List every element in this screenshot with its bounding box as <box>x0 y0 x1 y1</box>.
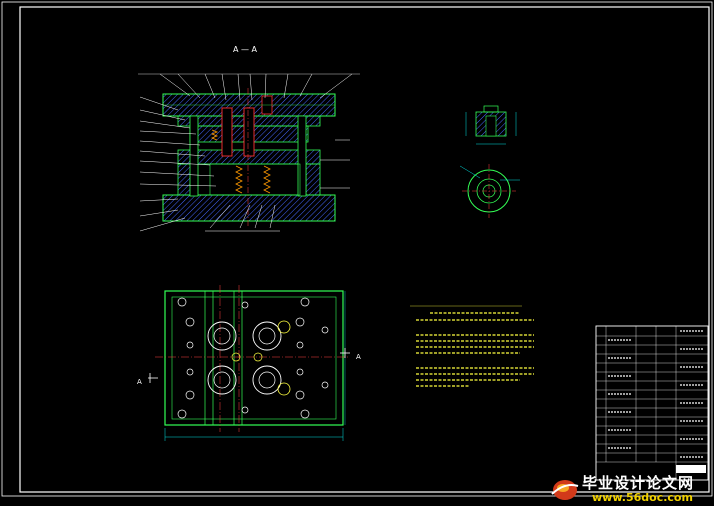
plan-view <box>155 285 350 441</box>
title-block <box>595 325 709 481</box>
watermark-site-name: 毕业设计论文网 <box>582 474 695 492</box>
part-detail-side <box>465 105 517 145</box>
leader-lines-left <box>139 96 217 232</box>
section-title: A — A <box>233 45 258 54</box>
leader-lines-bottom <box>205 204 280 232</box>
drawing-border <box>1 1 713 497</box>
part-detail-top <box>459 164 520 218</box>
watermark-site-url: www.56doc.com <box>592 491 693 504</box>
technical-notes <box>410 305 534 387</box>
leader-lines-top <box>159 73 353 101</box>
view-marker-left: A <box>137 373 158 386</box>
drawing-inner-frame <box>19 6 710 493</box>
section-view <box>162 88 336 228</box>
svg-text:A: A <box>137 378 142 386</box>
site-logo-icon <box>551 480 579 500</box>
svg-text:A: A <box>356 353 361 361</box>
view-marker-right: A <box>340 348 361 361</box>
site-watermark: 毕业设计论文网 www.56doc.com <box>548 472 714 506</box>
leader-lines-right <box>320 139 350 189</box>
